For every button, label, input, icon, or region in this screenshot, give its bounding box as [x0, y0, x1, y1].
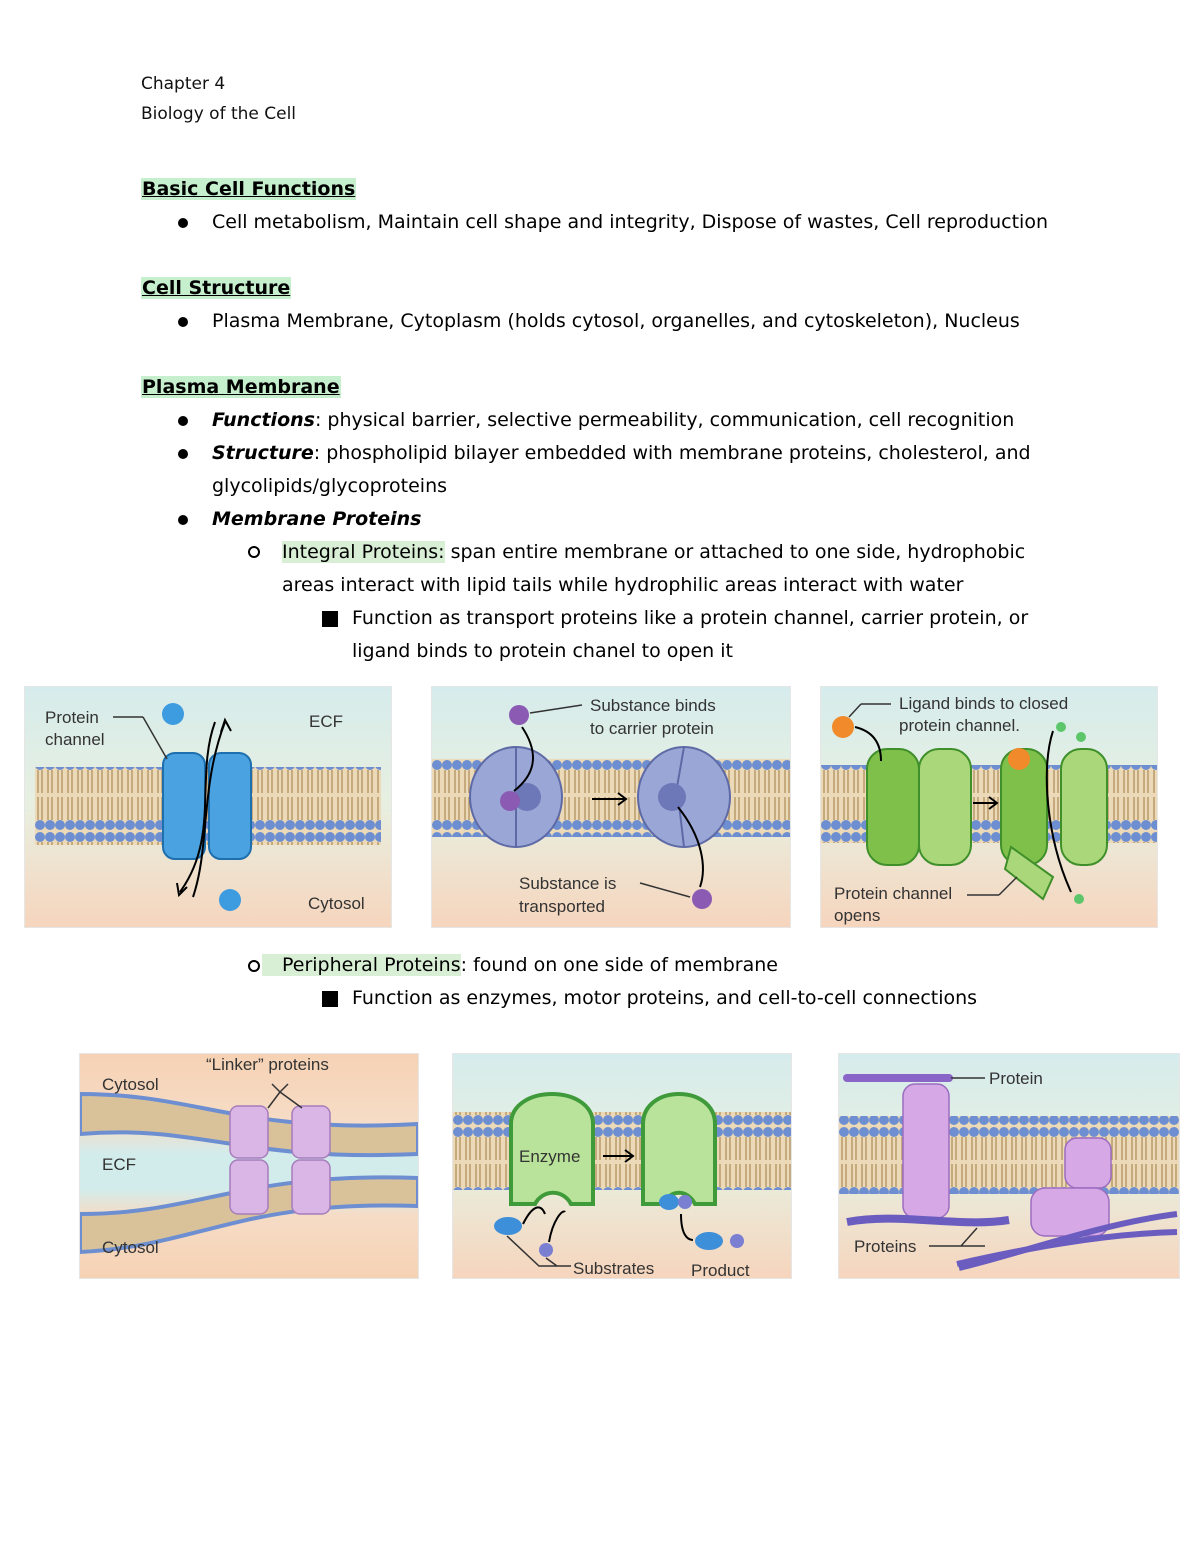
fig-ligand-top-1: Ligand binds to closed: [899, 694, 1068, 713]
functions-text: : physical barrier, selective permeabili…: [314, 409, 1015, 431]
fig-motor-proteins: Proteins: [854, 1237, 916, 1256]
fig-channel-label-1: Protein: [45, 708, 99, 727]
fig-enzyme-label: Enzyme: [519, 1147, 580, 1166]
document-title: Biology of the Cell: [141, 104, 297, 124]
figure-carrier-protein: Substance binds to carrier protein Subst…: [431, 686, 791, 928]
fig-enzyme-substrates: Substrates: [573, 1259, 654, 1278]
fig-linker-cytosol-bottom: Cytosol: [102, 1238, 159, 1257]
integral-proteins-text-1: span entire membrane or attached to one …: [444, 541, 1026, 563]
structure-item: Structure: phospholipid bilayer embedded…: [212, 437, 1031, 470]
integral-proteins-label: Integral Proteins:: [282, 541, 445, 563]
structure-text-2: glycolipids/glycoproteins: [212, 475, 448, 497]
fig-linker-cytosol-top: Cytosol: [102, 1075, 159, 1094]
figure-enzyme: Enzyme Substrates Product: [452, 1053, 792, 1279]
integral-sub-2: ligand binds to protein chanel to open i…: [352, 640, 733, 662]
section-cell-structure: Cell Structure: [141, 277, 292, 299]
bullet-icon: [178, 515, 188, 525]
fig-carrier-bottom-2: transported: [519, 897, 605, 916]
figure-ligand-channel: Ligand binds to closed protein channel. …: [820, 686, 1158, 928]
section-basic-cell-functions: Basic Cell Functions: [141, 178, 357, 200]
fig-ligand-bottom-1: Protein channel: [834, 884, 952, 903]
bullet-icon: [178, 449, 188, 459]
square-bullet-icon: [322, 991, 338, 1007]
peripheral-sub: Function as enzymes, motor proteins, and…: [352, 987, 978, 1009]
functions-label: Functions: [212, 409, 315, 431]
peripheral-proteins-label: Peripheral Proteins: [262, 954, 461, 976]
figure-motor-proteins: Protein Proteins: [838, 1053, 1180, 1279]
fig-enzyme-product: Product: [691, 1261, 750, 1278]
bullet-icon: [178, 416, 188, 426]
cell-structure-item: Plasma Membrane, Cytoplasm (holds cytoso…: [212, 310, 1020, 332]
fig-carrier-top-1: Substance binds: [590, 696, 716, 715]
fig-linker-ecf: ECF: [102, 1155, 136, 1174]
circle-bullet-icon: [248, 960, 260, 972]
integral-proteins-item: Integral Proteins: span entire membrane …: [282, 536, 1025, 569]
integral-proteins-text-2: areas interact with lipid tails while hy…: [282, 574, 964, 596]
bullet-icon: [178, 218, 188, 228]
integral-sub-1: Function as transport proteins like a pr…: [352, 607, 1029, 629]
fig-ligand-top-2: protein channel.: [899, 716, 1020, 735]
functions-item: Functions: physical barrier, selective p…: [212, 404, 1014, 437]
fig-carrier-bottom-1: Substance is: [519, 874, 616, 893]
membrane-proteins-label: Membrane Proteins: [212, 508, 422, 530]
fig-carrier-top-2: to carrier protein: [590, 719, 714, 738]
section-plasma-membrane: Plasma Membrane: [141, 376, 341, 398]
figure-protein-channel: Protein channel ECF Cytosol: [24, 686, 392, 928]
fig-linker-title: “Linker” proteins: [206, 1055, 329, 1074]
bullet-icon: [178, 317, 188, 327]
peripheral-proteins-text: : found on one side of membrane: [460, 954, 778, 976]
fig-channel-ecf: ECF: [309, 712, 343, 731]
square-bullet-icon: [322, 611, 338, 627]
fig-channel-label-2: channel: [45, 730, 105, 749]
fig-motor-protein: Protein: [989, 1069, 1043, 1088]
basic-functions-item: Cell metabolism, Maintain cell shape and…: [212, 211, 1048, 233]
circle-bullet-icon: [248, 546, 260, 558]
fig-channel-cytosol: Cytosol: [308, 894, 365, 913]
peripheral-proteins-item: Peripheral Proteins: found on one side o…: [262, 949, 778, 982]
fig-ligand-bottom-2: opens: [834, 906, 880, 925]
structure-text-1: : phospholipid bilayer embedded with mem…: [313, 442, 1031, 464]
chapter-label: Chapter 4: [141, 74, 226, 94]
figure-linker-proteins: “Linker” proteins Cytosol ECF Cytosol: [79, 1053, 419, 1279]
structure-label: Structure: [212, 442, 314, 464]
